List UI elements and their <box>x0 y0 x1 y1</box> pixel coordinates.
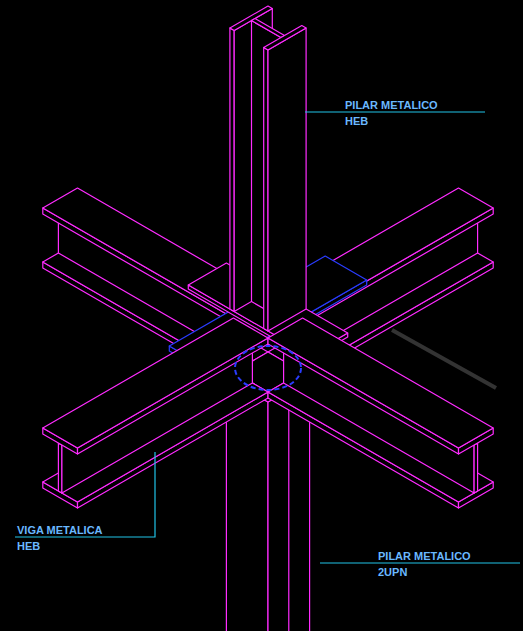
leader-line <box>15 452 155 537</box>
profile-name: HEB <box>345 115 368 127</box>
leader-line <box>320 562 520 563</box>
profile-name: HEB <box>17 540 40 552</box>
steel-face <box>230 28 234 312</box>
steel-face <box>264 26 306 51</box>
steel-face <box>43 318 268 448</box>
steel-face <box>474 443 478 493</box>
steel-face <box>268 28 306 331</box>
weld-symbol <box>235 346 301 390</box>
member-name: PILAR METALICO <box>378 550 471 562</box>
steel-face <box>252 19 285 38</box>
profile-name: 2UPN <box>378 566 407 578</box>
leader-line <box>305 111 485 112</box>
member-name: PILAR METALICO <box>345 99 438 111</box>
shadow-line <box>392 330 496 388</box>
member-name: VIGA METALICA <box>17 524 103 536</box>
channel-joint <box>288 390 289 631</box>
steel-face <box>264 48 268 332</box>
steel-face <box>268 318 493 448</box>
